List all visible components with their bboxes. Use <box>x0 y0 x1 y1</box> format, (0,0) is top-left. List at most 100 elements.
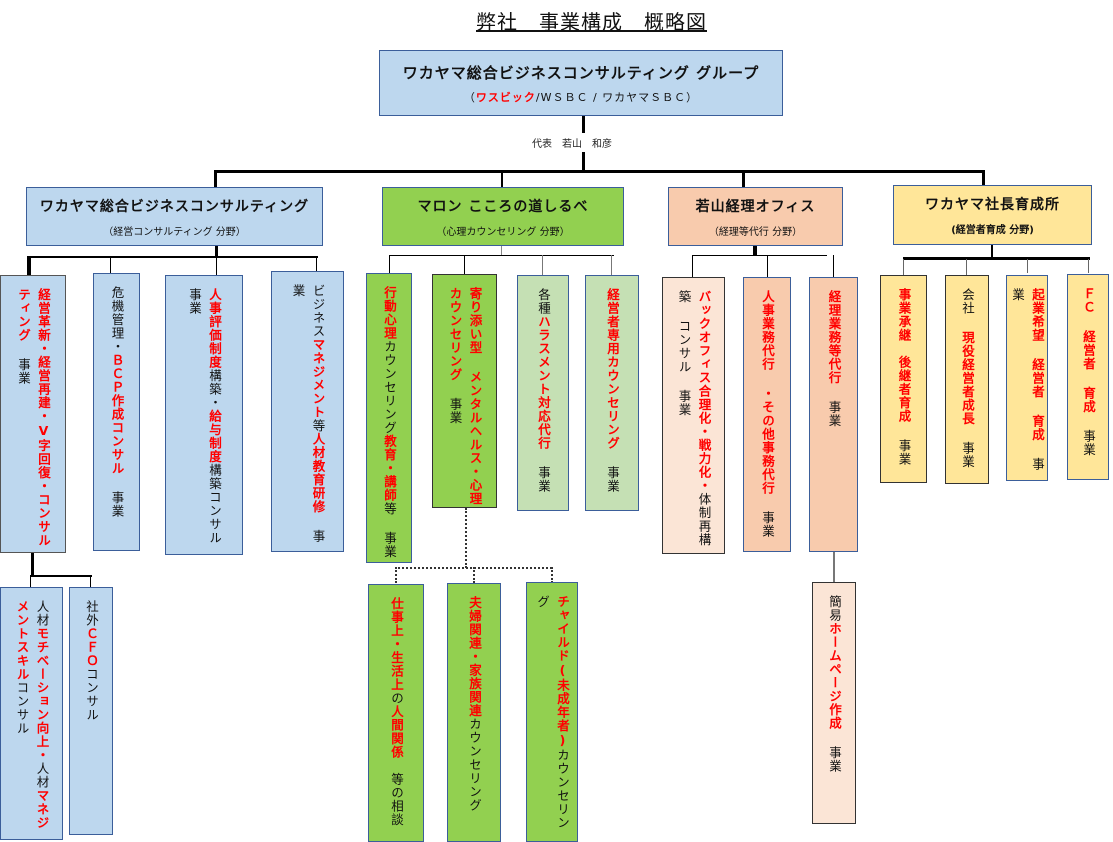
highlight-text: マネジメントスキル <box>14 600 50 830</box>
plain-text: 事業 <box>16 342 31 385</box>
division-field: （心理カウンセリング 分野） <box>436 226 570 238</box>
service-box: 人事評価制度構築・給与制度構築コンサル 事業 <box>165 275 243 555</box>
plain-text: カウンセリング <box>535 595 570 830</box>
division-box-management: ワカヤマ総合ビジネスコンサルティング （経営コンサルティング 分野） <box>26 187 323 246</box>
subtitle-rest: /WＳＢＣ / ワカヤマＳＢＣ） <box>535 90 699 104</box>
plain-text: 事業 <box>896 423 912 466</box>
connector <box>27 256 31 276</box>
highlight-text: 教育・講師 <box>382 434 397 503</box>
service-text: 経営革新・経営再建・V字回復・コンサルティング 事業 <box>13 288 53 552</box>
highlight-text: 夫婦関連・家族関連 <box>467 596 482 718</box>
plain-text: 等 <box>310 419 326 433</box>
connector <box>742 170 745 188</box>
connector <box>30 575 31 588</box>
service-box: ＦＣ 経営者 育成 事業 <box>1067 274 1109 480</box>
highlight-text: 人間関係 <box>389 705 404 759</box>
highlight-text: 人事業務代行 ・その他事務代行 <box>760 290 775 495</box>
service-text: ビジネスマネジメント等人材教育研修 事業 <box>288 284 328 551</box>
connector <box>501 170 503 188</box>
plain-text: 人材 <box>34 762 50 789</box>
service-box: 経営革新・経営再建・V字回復・コンサルティング 事業 <box>0 275 66 553</box>
subtitle-prefix: （ <box>463 90 476 104</box>
service-text: 危機管理・ＢＣＰ作成コンサル 事業 <box>107 286 127 550</box>
service-box: 寄り添い型 メンタルヘルス・心理カウンセリング 事業 <box>432 274 497 508</box>
highlight-text: 経営者専用カウンセリング <box>605 288 620 450</box>
highlight-text: 寄り添い型 メンタルヘルス・ <box>467 287 483 479</box>
connector <box>215 246 218 258</box>
division-box-president-training: ワカヤマ社長育成所 (経営者育成 分野) <box>893 185 1092 245</box>
plain-text: 各種 <box>536 288 551 315</box>
service-text: 寄り添い型 メンタルヘルス・心理カウンセリング 事業 <box>445 287 485 507</box>
service-text: 社外ＣＦＯコンサル <box>81 600 101 834</box>
sub-service-box: 夫婦関連・家族関連カウンセリング <box>447 583 501 842</box>
connector <box>90 575 91 588</box>
connector <box>966 259 967 275</box>
plain-text: 事業 <box>290 284 326 543</box>
connector <box>542 255 543 275</box>
plain-text: カウンセリング <box>382 340 397 435</box>
plain-text: カウンセリング <box>467 717 482 813</box>
service-text: 経理業務等代行 事業 <box>824 290 844 551</box>
division-bus-line <box>214 170 985 173</box>
connector <box>903 259 904 275</box>
connector <box>982 170 985 188</box>
plain-text: 事業 <box>960 425 975 469</box>
service-text: 各種ハラスメント対応代行 事業 <box>533 288 553 510</box>
dotted-connector <box>465 508 467 568</box>
service-box: 事業承継 後継者育成 事業 <box>880 275 927 483</box>
plain-text: 社外 <box>84 600 99 627</box>
connector <box>903 257 1090 260</box>
root-group-box: ワカヤマ総合ビジネスコンサルティング グループ （ワスビック/WＳＢＣ / ワカ… <box>379 50 783 116</box>
highlight-text: 心理カウンセリング <box>447 287 483 506</box>
highlight-text: コンサルティング <box>16 288 51 547</box>
highlight-text: バックオフィス合理化・戦力化・ <box>696 290 712 493</box>
connector <box>389 255 390 275</box>
connector <box>110 256 111 276</box>
highlight-text: 給与制度 <box>207 409 222 464</box>
plain-text: コンサル <box>84 667 99 722</box>
plain-text: 体制再構築 コンサル 事業 <box>676 290 712 547</box>
highlight-text: 事業承継 後継者育成 <box>896 288 912 423</box>
service-text: 事業承継 後継者育成 事業 <box>894 288 914 482</box>
highlight-text: ハラスメント対応代行 <box>536 315 551 450</box>
connector <box>692 255 693 277</box>
plain-text: 事業 <box>760 495 775 538</box>
service-box: 危機管理・ＢＣＰ作成コンサル 事業 <box>93 273 140 551</box>
connector <box>833 255 834 277</box>
sub-service-box: 仕事上・生活上の人間関係 等の相談 <box>368 584 424 842</box>
plain-text: 会社 <box>960 288 975 315</box>
service-text: 人事業務代行 ・その他事務代行 事業 <box>757 290 777 551</box>
service-text: 経営者専用カウンセリング 事業 <box>602 288 622 510</box>
dotted-connector <box>551 567 553 583</box>
connector <box>1027 259 1028 273</box>
plain-text: 構築コンサル 事業 <box>187 288 222 545</box>
dotted-connector <box>395 567 397 583</box>
brand-name-red: ワスビック <box>475 90 536 104</box>
service-box: 行動心理カウンセリング教育・講師等 事業 <box>366 273 412 563</box>
highlight-text: ＣＦＯ <box>84 627 99 668</box>
plain-text: 事業 <box>1010 288 1045 471</box>
highlight-text: マネジメント <box>310 338 326 419</box>
service-text: 会社 現役経営者成長 事業 <box>957 288 977 483</box>
highlight-text: ＢＣＰ作成コンサル <box>109 353 125 476</box>
division-box-counseling: マロン こころの道しるべ （心理カウンセリング 分野） <box>382 187 624 246</box>
service-text: 簡易ホームページ作成 事業 <box>824 595 844 823</box>
service-text: 起業希望 経営者 育成 事業 <box>1007 288 1047 480</box>
sub-service-box: 簡易ホームページ作成 事業 <box>812 582 856 824</box>
representative-label: 代表 若山 和彦 <box>528 133 616 152</box>
division-name: 若山経理オフィス <box>695 198 816 215</box>
sub-service-box: 人材モチベーション向上・人材マネジメントスキルコンサル <box>0 587 63 840</box>
plain-text: 構築・ <box>207 369 222 410</box>
service-text: 夫婦関連・家族関連カウンセリング <box>464 596 484 841</box>
service-box: 人事業務代行 ・その他事務代行 事業 <box>743 277 791 552</box>
plain-text: の <box>389 691 404 706</box>
connector <box>1088 259 1089 273</box>
service-text: 行動心理カウンセリング教育・講師等 事業 <box>379 286 399 562</box>
highlight-text: チャイルド(未成年者) <box>555 595 570 749</box>
division-name: ワカヤマ社長育成所 <box>925 197 1060 213</box>
division-name: マロン こころの道しるべ <box>417 198 589 215</box>
plain-text: 事業 <box>827 730 842 773</box>
plain-text: コンサル <box>14 681 30 735</box>
plain-text: 事業 <box>536 450 551 493</box>
highlight-text: 起業希望 経営者 育成 <box>1030 288 1045 442</box>
